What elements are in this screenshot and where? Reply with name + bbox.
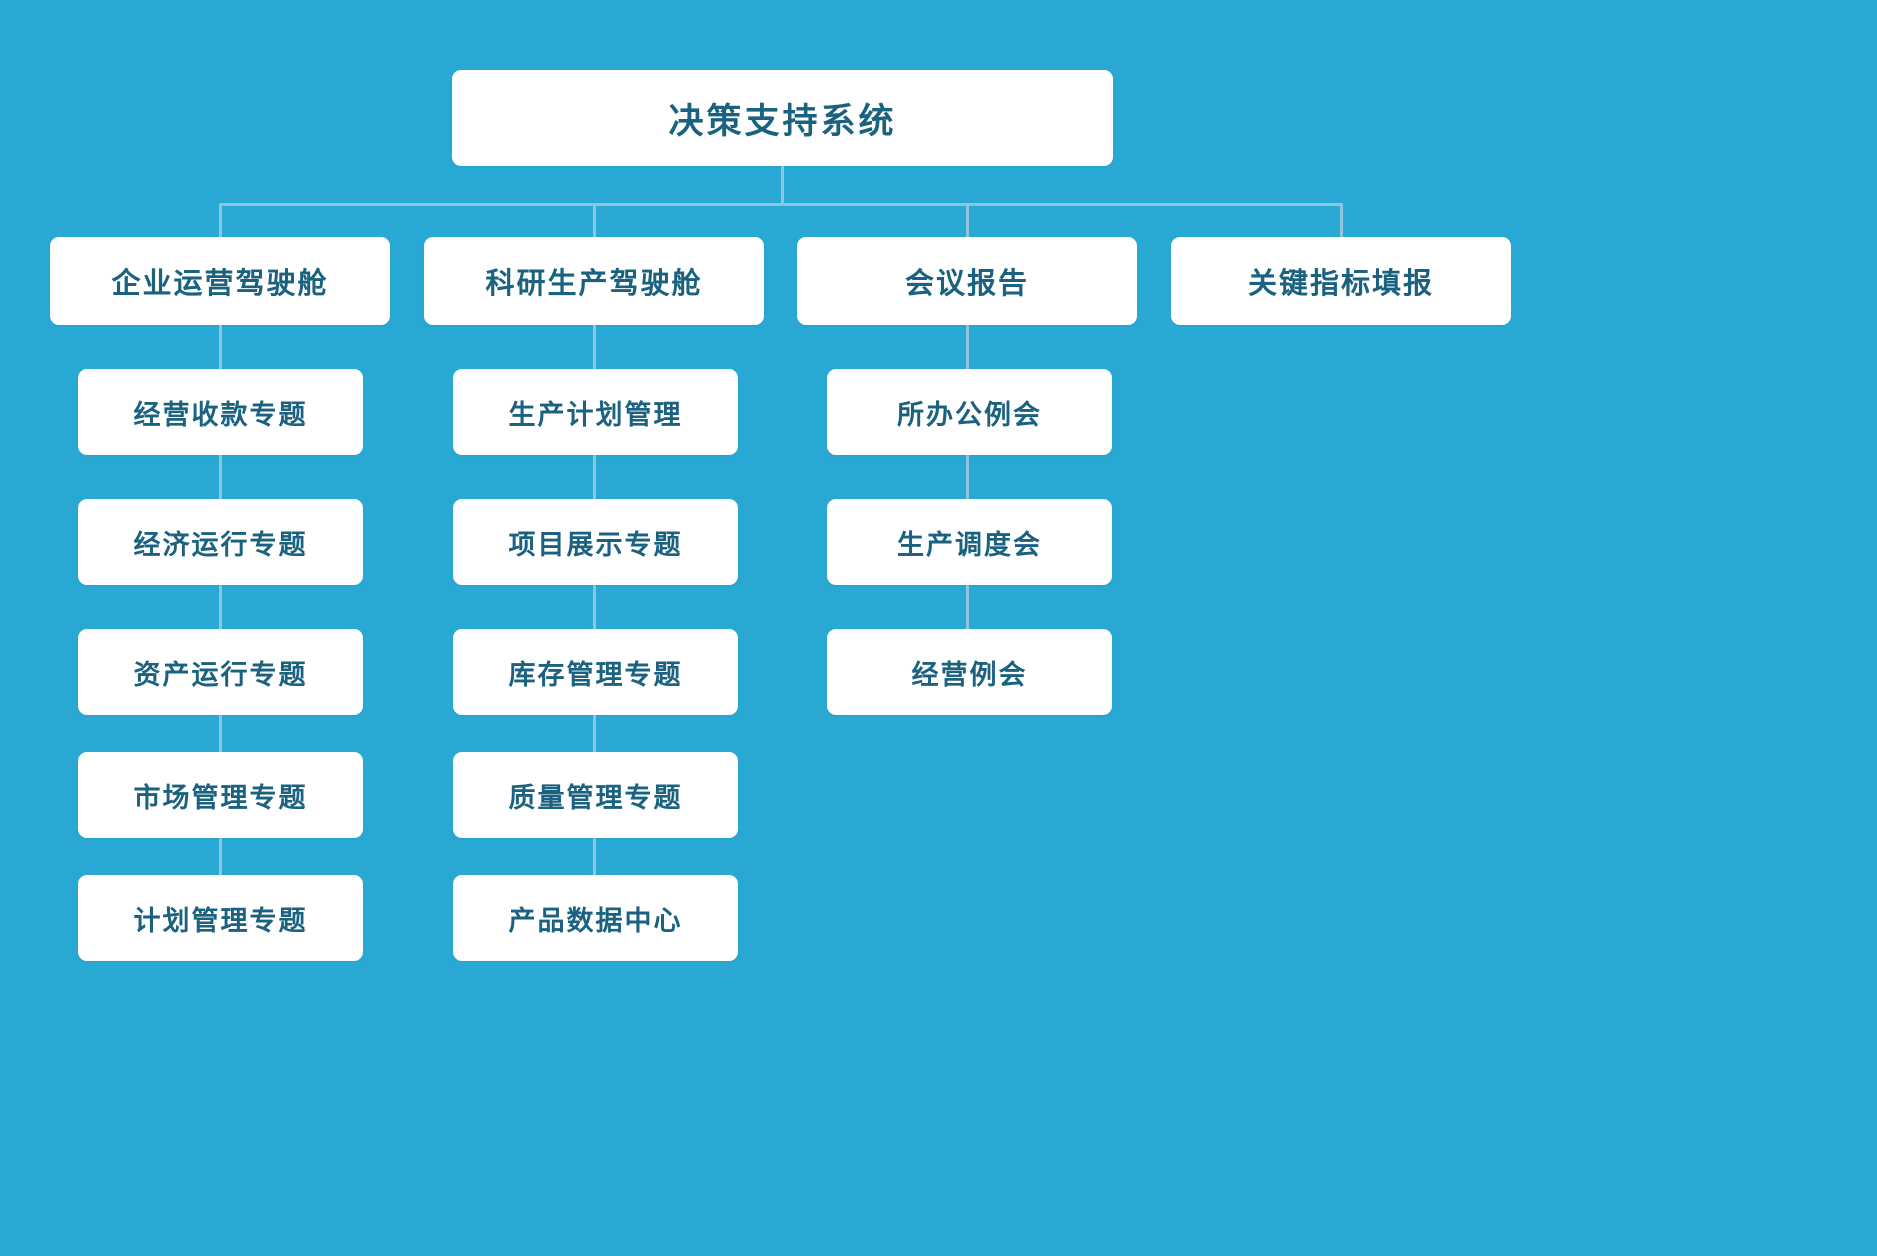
node-label: 关键指标填报 xyxy=(1247,268,1434,300)
node-leaf-project-display-topic[interactable]: 项目展示专题 xyxy=(453,499,738,585)
node-label: 生产计划管理 xyxy=(508,399,683,430)
connector-spine-column-3 xyxy=(966,325,969,660)
node-leaf-asset-operation-topic[interactable]: 资产运行专题 xyxy=(78,629,363,715)
connector-drop-branch-2 xyxy=(593,203,596,239)
node-leaf-business-routine-meeting[interactable]: 经营例会 xyxy=(827,629,1112,715)
node-label: 质量管理专题 xyxy=(508,782,683,813)
node-label: 市场管理专题 xyxy=(133,782,308,813)
node-leaf-institute-office-routine-meeting[interactable]: 所办公例会 xyxy=(827,369,1112,455)
node-branch-enterprise-operations-cockpit[interactable]: 企业运营驾驶舱 xyxy=(50,237,390,325)
node-label: 经营收款专题 xyxy=(133,399,308,430)
connector-spine-column-2 xyxy=(593,325,596,915)
connector-root-stem xyxy=(781,166,784,206)
node-branch-meeting-report[interactable]: 会议报告 xyxy=(797,237,1137,325)
node-label: 经营例会 xyxy=(911,659,1028,690)
node-label: 经济运行专题 xyxy=(133,529,308,560)
node-leaf-inventory-management-topic[interactable]: 库存管理专题 xyxy=(453,629,738,715)
node-branch-key-indicator-reporting[interactable]: 关键指标填报 xyxy=(1171,237,1511,325)
node-label: 所办公例会 xyxy=(897,399,1042,430)
connector-drop-branch-4 xyxy=(1340,203,1343,239)
connector-spine-column-1 xyxy=(219,325,222,915)
node-label: 项目展示专题 xyxy=(508,529,683,560)
node-root-decision-support-system[interactable]: 决策支持系统 xyxy=(452,70,1113,166)
node-branch-research-production-cockpit[interactable]: 科研生产驾驶舱 xyxy=(424,237,764,325)
node-label: 决策支持系统 xyxy=(668,101,897,141)
node-leaf-production-scheduling-meeting[interactable]: 生产调度会 xyxy=(827,499,1112,585)
node-label: 计划管理专题 xyxy=(133,905,308,936)
node-label: 生产调度会 xyxy=(897,529,1042,560)
node-leaf-quality-management-topic[interactable]: 质量管理专题 xyxy=(453,752,738,838)
node-label: 会议报告 xyxy=(904,268,1029,300)
node-leaf-production-plan-management[interactable]: 生产计划管理 xyxy=(453,369,738,455)
connector-level2-bus xyxy=(219,203,1343,206)
node-label: 产品数据中心 xyxy=(508,905,683,936)
node-label: 科研生产驾驶舱 xyxy=(485,268,703,300)
node-leaf-market-management-topic[interactable]: 市场管理专题 xyxy=(78,752,363,838)
node-leaf-business-collection-topic[interactable]: 经营收款专题 xyxy=(78,369,363,455)
node-leaf-product-data-center[interactable]: 产品数据中心 xyxy=(453,875,738,961)
node-leaf-plan-management-topic[interactable]: 计划管理专题 xyxy=(78,875,363,961)
connector-drop-branch-3 xyxy=(966,203,969,239)
node-leaf-economic-operation-topic[interactable]: 经济运行专题 xyxy=(78,499,363,585)
node-label: 资产运行专题 xyxy=(133,659,308,690)
node-label: 企业运营驾驶舱 xyxy=(111,268,329,300)
node-label: 库存管理专题 xyxy=(508,659,683,690)
connector-drop-branch-1 xyxy=(219,203,222,239)
